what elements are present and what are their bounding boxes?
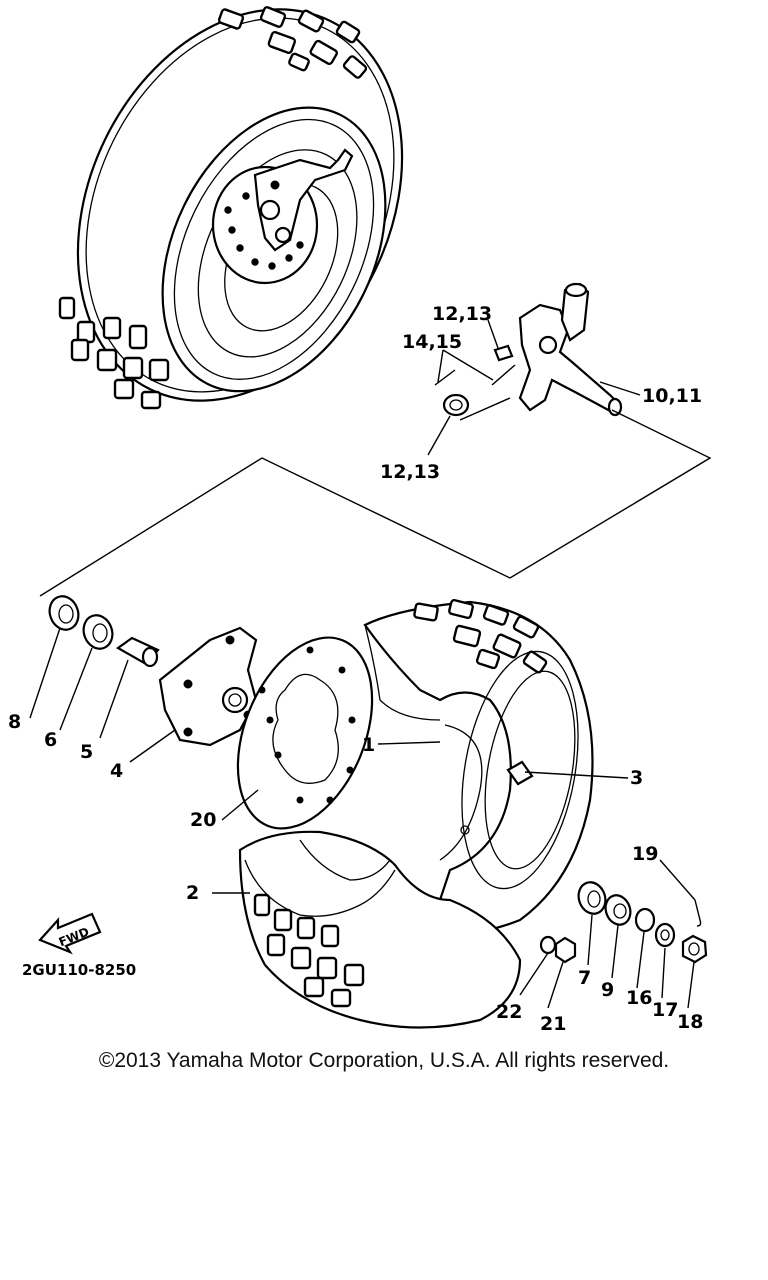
- callout-10-11: 10,11: [642, 385, 702, 407]
- callout-2: 2: [186, 882, 199, 904]
- cotter-pins: [434, 344, 516, 386]
- cotter-pin-19: [694, 899, 702, 927]
- nut-21: [554, 936, 577, 964]
- castle-nut: [442, 393, 470, 417]
- steering-knuckle: [518, 282, 623, 417]
- callout-labels: 1 2 3 4 5 6 7 8 9 10,11 12,13 12,13 14,1…: [8, 303, 703, 1035]
- callout-21: 21: [540, 1013, 566, 1035]
- callout-18: 18: [677, 1011, 703, 1033]
- callout-4: 4: [110, 760, 123, 782]
- callout-7: 7: [578, 967, 591, 989]
- rim-half-1: [363, 600, 594, 935]
- callout-5: 5: [80, 741, 93, 763]
- copyright-notice: ©2013 Yamaha Motor Corporation, U.S.A. A…: [98, 1049, 670, 1072]
- oil-seal-8: [48, 595, 80, 631]
- oil-seal-9: [604, 894, 632, 926]
- callout-22: 22: [496, 1001, 522, 1023]
- callout-9: 9: [601, 979, 614, 1001]
- washer-22: [539, 935, 557, 955]
- brake-disc-20: [236, 636, 374, 830]
- bearing-6: [82, 614, 114, 650]
- callout-6: 6: [44, 729, 57, 751]
- callout-12-13-bottom: 12,13: [380, 461, 440, 483]
- callout-17: 17: [652, 999, 678, 1021]
- valve-stem-3: [506, 760, 534, 786]
- callout-19: 19: [632, 843, 658, 865]
- wheel-hub-4: [158, 626, 258, 747]
- callout-3: 3: [630, 767, 643, 789]
- callout-14-15: 14,15: [402, 331, 462, 353]
- spacer-5: [115, 636, 160, 668]
- callout-12-13-top: 12,13: [432, 303, 492, 325]
- washer-17: [654, 922, 676, 948]
- reference-lines: [39, 397, 712, 597]
- collar-16: [634, 907, 656, 933]
- bearing-7: [577, 881, 607, 915]
- assembled-front-wheel: [58, 6, 404, 410]
- tire-tread: [253, 598, 548, 1008]
- callout-1: 1: [362, 734, 375, 756]
- axle-nut-18: [681, 934, 708, 964]
- callout-20: 20: [190, 809, 216, 831]
- callout-16: 16: [626, 987, 652, 1009]
- exploded-parts-diagram: 1 2 3 4 5 6 7 8 9 10,11 12,13 12,13 14,1…: [8, 6, 712, 1035]
- drawing-code: 2GU110-8250: [22, 961, 136, 979]
- callout-8: 8: [8, 711, 21, 733]
- leader-lines: [29, 319, 696, 1009]
- fwd-arrow: FWD: [38, 912, 102, 955]
